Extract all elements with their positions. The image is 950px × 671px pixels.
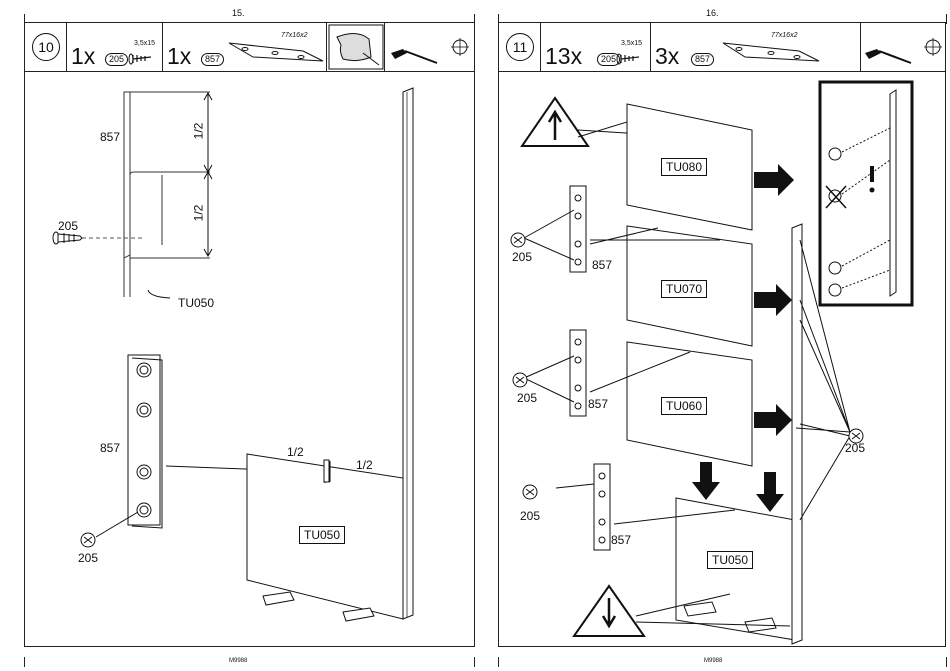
label-plate-857-b: 857 xyxy=(588,397,608,411)
label-plate-857-a: 857 xyxy=(592,258,612,272)
label-screw-205-a: 205 xyxy=(512,250,532,264)
screw-icon xyxy=(511,233,525,247)
connector-plate-3 xyxy=(594,464,610,550)
label-screw-205-b: 205 xyxy=(517,391,537,405)
connector-plate-2 xyxy=(570,330,586,416)
screw-icon xyxy=(523,485,537,499)
part-tu050-label: TU050 xyxy=(707,551,753,569)
part-tu070-label: TU070 xyxy=(661,280,707,298)
screw-icon xyxy=(513,373,527,387)
footer-code-right: M9988 xyxy=(704,658,722,664)
label-screw-205-right: 205 xyxy=(845,441,865,455)
part-tu080-label: TU080 xyxy=(661,158,707,176)
label-plate-857-c: 857 xyxy=(611,533,631,547)
part-tu060-label: TU060 xyxy=(661,397,707,415)
label-screw-205-c: 205 xyxy=(520,509,540,523)
